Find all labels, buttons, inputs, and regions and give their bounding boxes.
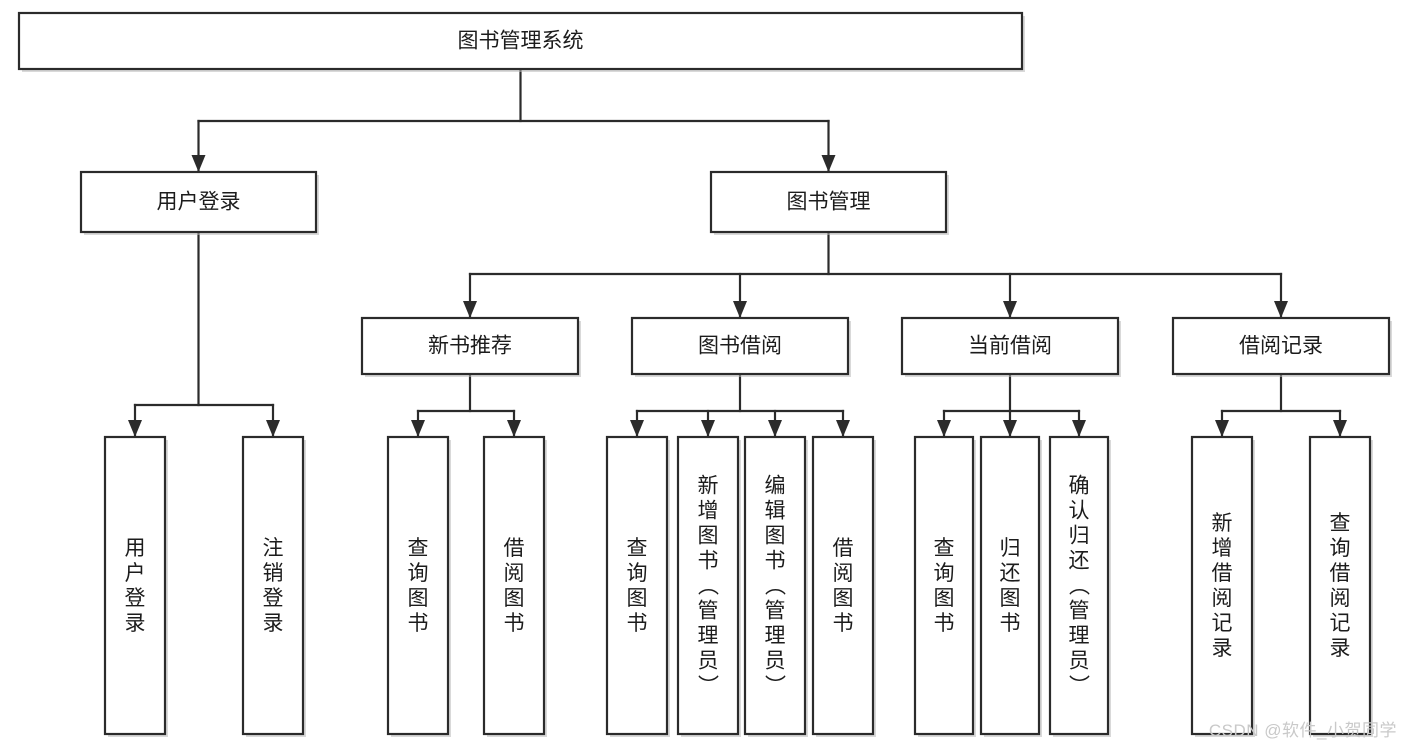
node-box — [103, 435, 167, 736]
arrow-head-icon — [1215, 420, 1229, 437]
node-leaf-borrow-book-1: 借阅图书 — [482, 435, 547, 737]
arrow-head-icon — [937, 420, 951, 437]
node-label: 新增图书（管理员） — [698, 475, 720, 698]
node-new-book-rec: 新书推荐 — [360, 316, 581, 377]
node-label: 当前借阅 — [968, 335, 1052, 358]
node-borrow-record: 借阅记录 — [1171, 316, 1392, 377]
node-box — [676, 435, 740, 736]
arrow-head-icon — [1072, 420, 1086, 437]
node-box — [900, 316, 1120, 376]
node-label: 注销登录 — [263, 537, 284, 635]
node-leaf-confirm-return: 确认归还（管理员） — [1048, 435, 1111, 737]
node-leaf-add-record: 新增借阅记录 — [1190, 435, 1255, 737]
node-label: 查询图书 — [934, 537, 955, 635]
node-leaf-add-book: 新增图书（管理员） — [676, 435, 741, 737]
node-label: 归还图书 — [1000, 537, 1021, 635]
node-label: 用户登录 — [125, 537, 146, 635]
node-box — [605, 435, 669, 736]
node-book-borrow: 图书借阅 — [630, 316, 851, 377]
node-box — [241, 435, 305, 736]
node-book-manage: 图书管理 — [709, 170, 949, 235]
arrow-head-icon — [1003, 420, 1017, 437]
arrow-head-icon — [733, 301, 747, 318]
node-current-borrow: 当前借阅 — [900, 316, 1121, 377]
arrow-head-icon — [266, 420, 280, 437]
node-box — [1048, 435, 1110, 736]
node-leaf-edit-book: 编辑图书（管理员） — [743, 435, 808, 737]
node-label: 借阅图书 — [504, 537, 525, 635]
arrow-head-icon — [630, 420, 644, 437]
node-label: 用户登录 — [157, 191, 241, 214]
node-root: 图书管理系统 — [17, 11, 1025, 72]
arrow-head-icon — [507, 420, 521, 437]
nodes-layer: 图书管理系统用户登录图书管理新书推荐图书借阅当前借阅借阅记录用户登录注销登录查询… — [17, 11, 1392, 737]
arrow-head-icon — [1274, 301, 1288, 318]
node-label: 查询图书 — [408, 537, 429, 635]
node-box — [709, 170, 948, 234]
node-leaf-user-login: 用户登录 — [103, 435, 168, 737]
arrow-head-icon — [836, 420, 850, 437]
arrow-head-icon — [411, 420, 425, 437]
node-box — [386, 435, 450, 736]
node-label: 查询图书 — [627, 537, 648, 635]
node-label: 新书推荐 — [428, 335, 512, 358]
arrow-head-icon — [701, 420, 715, 437]
node-box — [913, 435, 975, 736]
node-box — [811, 435, 875, 736]
node-label: 图书管理系统 — [458, 30, 584, 53]
node-leaf-borrow-book-2: 借阅图书 — [811, 435, 876, 737]
arrow-head-icon — [768, 420, 782, 437]
arrow-head-icon — [128, 420, 142, 437]
connector-edges-layer — [128, 67, 1347, 439]
node-box — [630, 316, 850, 376]
node-leaf-logout: 注销登录 — [241, 435, 306, 737]
node-label: 编辑图书（管理员） — [765, 475, 787, 698]
node-label: 图书借阅 — [698, 335, 782, 358]
node-box — [360, 316, 580, 376]
node-box — [17, 11, 1024, 71]
node-label: 借阅记录 — [1239, 335, 1323, 358]
arrow-head-icon — [1003, 301, 1017, 318]
node-box — [1308, 435, 1372, 736]
node-box — [1171, 316, 1391, 376]
node-leaf-return-book: 归还图书 — [979, 435, 1042, 737]
node-label: 图书管理 — [787, 191, 871, 214]
arrow-head-icon — [191, 155, 206, 172]
node-box — [79, 170, 318, 234]
node-label: 确认归还（管理员） — [1069, 475, 1091, 698]
node-box — [979, 435, 1041, 736]
node-leaf-query-record: 查询借阅记录 — [1308, 435, 1373, 737]
node-leaf-query-book-3: 查询图书 — [913, 435, 976, 737]
arrow-head-icon — [463, 301, 477, 318]
node-label: 新增借阅记录 — [1212, 512, 1233, 660]
node-label: 查询借阅记录 — [1330, 512, 1351, 660]
node-leaf-query-book-1: 查询图书 — [386, 435, 451, 737]
node-leaf-query-book-2: 查询图书 — [605, 435, 670, 737]
node-user-login: 用户登录 — [79, 170, 319, 235]
node-box — [1190, 435, 1254, 736]
node-box — [482, 435, 546, 736]
csdn-watermark: CSDN @软件_小贺同学 — [1208, 721, 1397, 740]
arrow-head-icon — [1333, 420, 1347, 437]
arrow-head-icon — [821, 155, 836, 172]
node-box — [743, 435, 807, 736]
node-label: 借阅图书 — [833, 537, 854, 635]
